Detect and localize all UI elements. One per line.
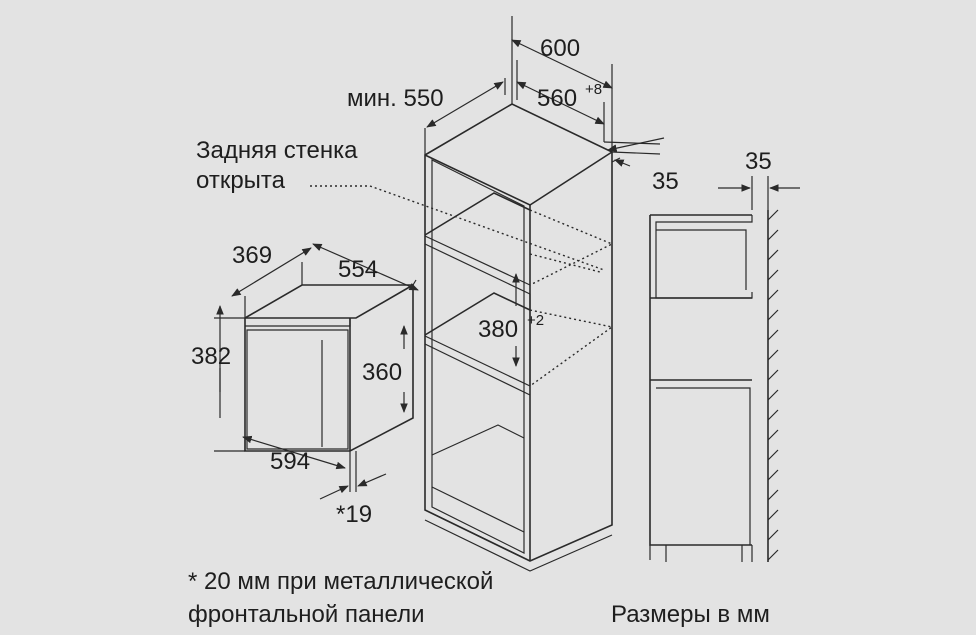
niche-height-label: 380 (478, 316, 518, 343)
oven-depth-label: 369 (232, 242, 272, 269)
wall-hatching (767, 209, 779, 561)
back-wall-label: Задняя стенка (196, 137, 358, 164)
units-note: Размеры в мм (611, 601, 770, 628)
cabinet-drawing (424, 103, 614, 572)
gap-35-right-label: 35 (652, 168, 679, 195)
side-dimension-lines (718, 176, 800, 210)
niche-height-tolerance: +2 (527, 312, 544, 329)
oven-front-width-label: 594 (270, 448, 310, 475)
footnote-line2: фронтальной панели (188, 601, 425, 628)
oven-inner-height-label: 360 (362, 359, 402, 386)
side-section-drawing (649, 209, 779, 562)
width-600-label: 600 (540, 35, 580, 62)
oven-width-label: 554 (338, 256, 378, 283)
min-depth-label: мин. 550 (347, 85, 444, 112)
footnote-line1: * 20 мм при металлической (188, 568, 493, 595)
microwave-dimension-lines (214, 243, 419, 500)
width-560-label: 560 (537, 85, 577, 112)
back-wall-label-line2: открыта (196, 167, 286, 194)
gap-35-side-label: 35 (745, 148, 772, 175)
cabinet-dimension-lines (310, 16, 665, 367)
back-wall-leader (310, 185, 605, 271)
frame-19-label: *19 (336, 501, 372, 528)
oven-height-label: 382 (191, 343, 231, 370)
width-560-tolerance: +8 (585, 81, 602, 98)
